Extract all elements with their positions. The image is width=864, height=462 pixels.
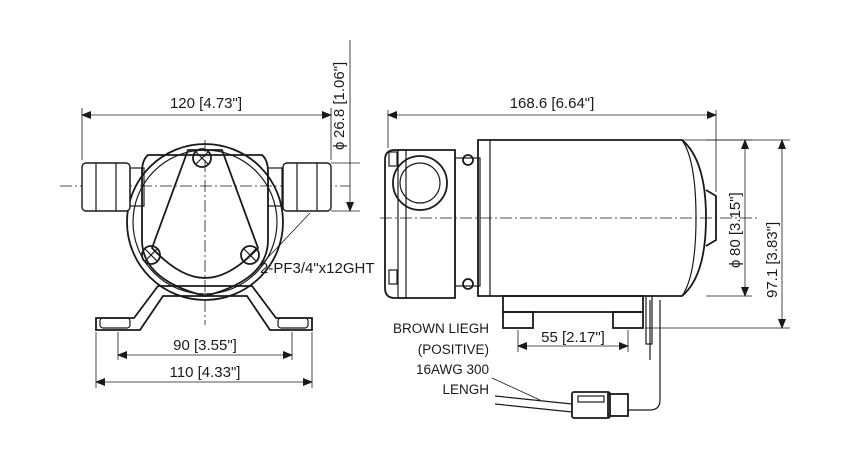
mounting-foot xyxy=(95,285,313,331)
flange xyxy=(454,157,481,287)
wire-note-line-2: (POSITIVE) xyxy=(418,342,489,357)
side-port-outer xyxy=(392,155,448,211)
port-thread-note: 2-PF3/4"x12GHT xyxy=(260,260,375,277)
side-port-inner xyxy=(399,162,441,204)
screw-top-icon xyxy=(192,148,212,168)
motor-foot-pad-left xyxy=(502,311,534,329)
dim-overall-height: 97.1 [3.83"] xyxy=(764,222,781,298)
motor-body xyxy=(477,139,707,297)
inlet-port-left xyxy=(81,162,131,212)
motor-end-cap xyxy=(705,189,717,247)
wire-note-line-4: LENGH xyxy=(442,382,489,397)
wire-note-line-3: 16AWG 300 xyxy=(416,362,489,377)
wire-pair xyxy=(494,395,573,413)
dim-foot-width: 110 [4.33"] xyxy=(170,364,241,381)
foot-slot-left xyxy=(99,317,131,329)
dim-motor-diameter: 80 [3.15"] xyxy=(727,192,744,256)
wire-note-leader xyxy=(491,377,541,401)
wire-lead xyxy=(628,300,661,411)
dim-foot-length: 55 [2.17"] xyxy=(541,329,605,346)
port-thread-leader xyxy=(257,212,311,269)
side-view: 168.6 [6.64"] ϕ 80 [3.15"] 97.1 [3.83"] … xyxy=(380,95,790,419)
pump-body-circle xyxy=(126,143,284,301)
dim-front-width: 120 [4.73"] xyxy=(170,95,242,112)
outlet-port-right xyxy=(282,162,332,212)
dim-side-length: 168.6 [6.64"] xyxy=(510,95,595,112)
front-view: 120 [4.73"] ϕ 26.8 [1.06"] 2-PF3/4"x12GH… xyxy=(60,40,375,388)
dim-foot-hole-spacing: 90 [3.55"] xyxy=(173,337,237,354)
screw-left-icon xyxy=(141,245,161,265)
pump-housing xyxy=(141,154,269,297)
screw-right-icon xyxy=(240,245,260,265)
connector-plug xyxy=(571,391,611,419)
connector-body xyxy=(607,393,629,417)
dim-motor-diameter-symbol: ϕ xyxy=(727,260,744,268)
motor-foot-pad-right xyxy=(612,311,644,329)
wire-note-line-1: BROWN LIEGH xyxy=(393,321,489,336)
dim-port-diameter-symbol: ϕ xyxy=(331,142,348,150)
foot-slot-right xyxy=(277,317,309,329)
motor-foot xyxy=(502,295,644,313)
dim-port-diameter: 26.8 [1.06"] xyxy=(331,62,348,138)
